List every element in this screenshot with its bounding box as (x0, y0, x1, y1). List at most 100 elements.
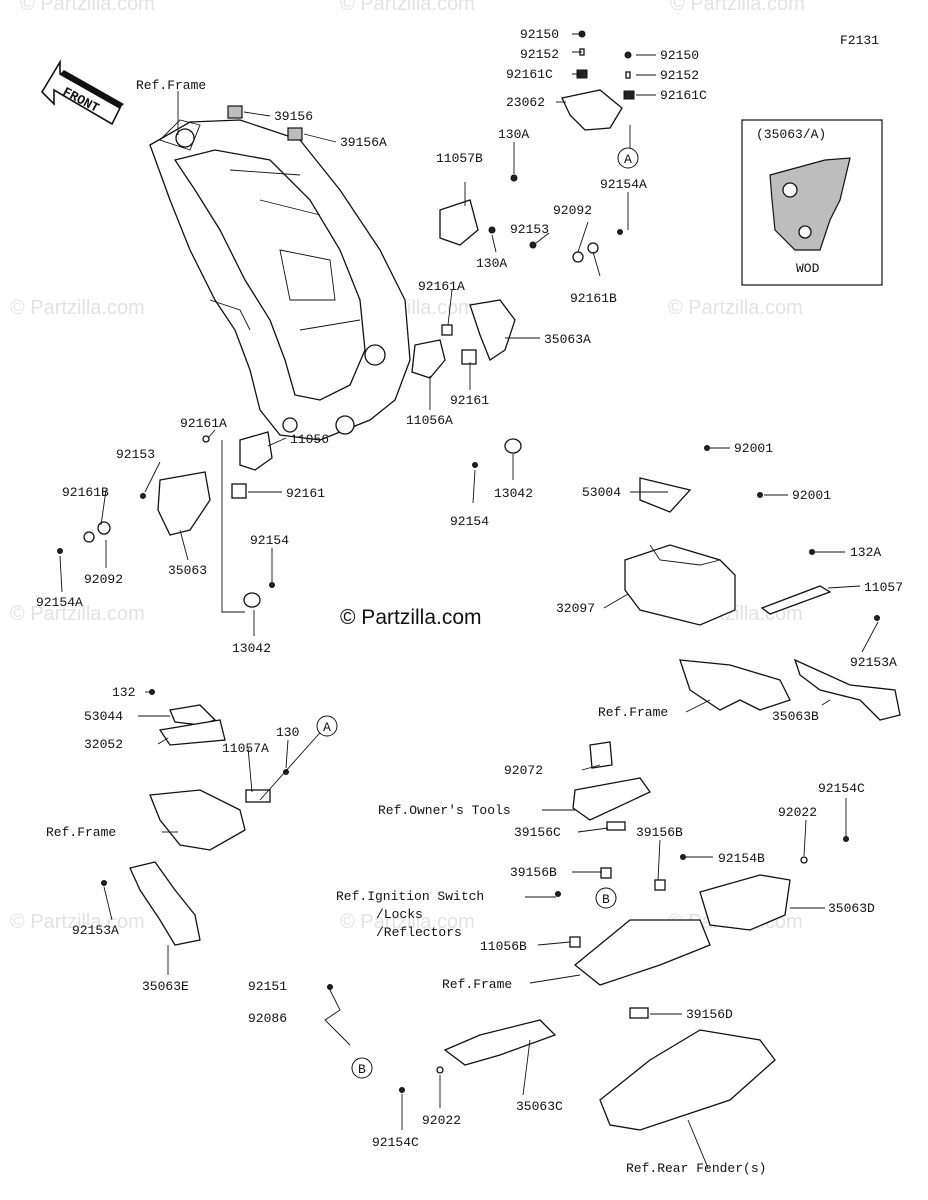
part-label: 130 (276, 725, 299, 740)
part-label: 32097 (556, 601, 595, 616)
part-label: 92001 (734, 441, 773, 456)
wod-inset: (35063/A) WOD (741, 119, 883, 286)
watermark: © Partzilla.com (10, 297, 145, 319)
part-label: 92152 (660, 68, 699, 83)
part-label: 92153A (850, 655, 897, 670)
part-label: 92153 (116, 447, 155, 462)
callouts: A A B B (316, 147, 639, 1079)
main-watermark: © Partzilla.com (340, 606, 482, 629)
main-frame-drawing (149, 119, 411, 441)
part-label: 35063A (544, 332, 591, 347)
part-label: /Reflectors (376, 925, 462, 940)
right-middle-parts (624, 445, 901, 721)
part-label: 92161C (660, 88, 707, 103)
part-label: Ref.Ignition Switch (336, 889, 484, 904)
part-label: 92092 (84, 572, 123, 587)
part-label: 92092 (553, 203, 592, 218)
part-label: 92153A (72, 923, 119, 938)
front-arrow-icon: FRONT (40, 59, 124, 126)
part-label: 53004 (582, 485, 621, 500)
part-label: 92161 (450, 393, 489, 408)
part-labels: Ref.Frame 39156 39156A 92150 92152 92161… (36, 27, 903, 1176)
diagram-code: F2131 (840, 33, 879, 48)
callout-a: A (323, 720, 331, 735)
part-label: 92022 (778, 805, 817, 820)
part-label: 39156D (686, 1007, 733, 1022)
part-label: 13042 (494, 486, 533, 501)
right-bottom-parts (324, 741, 849, 1131)
part-label: 39156B (636, 825, 683, 840)
part-label: 92161A (180, 416, 227, 431)
part-label: Ref.Rear Fender(s) (626, 1161, 766, 1176)
part-label: 132A (850, 545, 881, 560)
part-label: 92161C (506, 67, 553, 82)
part-label: 92072 (504, 763, 543, 778)
part-label: 39156B (510, 865, 557, 880)
part-label: 92153 (510, 222, 549, 237)
part-label: 35063D (828, 901, 875, 916)
part-label: 130A (476, 256, 507, 271)
part-label: 92161B (62, 485, 109, 500)
part-label: 13042 (232, 641, 271, 656)
part-label: 92154 (450, 514, 489, 529)
watermark: © Partzilla.com (670, 0, 805, 15)
watermark: © Partzilla.com (340, 911, 475, 933)
part-label: 35063 (168, 563, 207, 578)
part-label: /Locks (376, 907, 423, 922)
part-label: 92154A (36, 595, 83, 610)
part-label: 39156 (274, 109, 313, 124)
part-label: 92154 (250, 533, 289, 548)
part-label: Ref.Frame (136, 78, 206, 93)
part-label: 92154B (718, 851, 765, 866)
part-label: 11057 (864, 580, 903, 595)
inset-wod-label: WOD (796, 261, 820, 276)
part-label: 92161A (418, 279, 465, 294)
part-label: 11056A (406, 413, 453, 428)
footrest-bracket-upper-parts (227, 30, 635, 468)
part-label: 92152 (520, 47, 559, 62)
watermark: © Partzilla.com (10, 603, 145, 625)
part-label: 23062 (506, 95, 545, 110)
part-label: 92161 (286, 486, 325, 501)
left-footrest-parts (57, 431, 275, 608)
part-label: 92022 (422, 1113, 461, 1128)
part-label: 132 (112, 685, 135, 700)
part-label: 92151 (248, 979, 287, 994)
part-label: 92150 (520, 27, 559, 42)
part-label: 92001 (792, 488, 831, 503)
part-label: 11056B (480, 939, 527, 954)
callout-a: A (624, 152, 632, 167)
part-label: 39156A (340, 135, 387, 150)
part-label: 35063E (142, 979, 189, 994)
part-label: 53044 (84, 709, 123, 724)
part-label: Ref.Frame (598, 705, 668, 720)
part-label: 11057B (436, 151, 483, 166)
part-label: 32052 (84, 737, 123, 752)
left-bottom-parts (101, 689, 289, 946)
part-label: Ref.Owner's Tools (378, 803, 511, 818)
watermark: © Partzilla.com (668, 297, 803, 319)
inset-part-label: (35063/A) (756, 127, 826, 142)
part-label: 130A (498, 127, 529, 142)
part-label: 92150 (660, 48, 699, 63)
part-label: 92161B (570, 291, 617, 306)
watermark: © Partzilla.com (340, 0, 475, 15)
part-label: 92086 (248, 1011, 287, 1026)
leader-lines (59, 33, 879, 1169)
callout-b: B (602, 892, 610, 907)
part-label: 11057A (222, 741, 269, 756)
part-label: 35063B (772, 709, 819, 724)
part-label: Ref.Frame (442, 977, 512, 992)
part-label: 39156C (514, 825, 561, 840)
part-label: 92154A (600, 177, 647, 192)
part-label: 35063C (516, 1099, 563, 1114)
part-label: 92154C (818, 781, 865, 796)
part-label: 92154C (372, 1135, 419, 1150)
watermarks: © Partzilla.com © Partzilla.com © Partzi… (10, 0, 805, 933)
callout-b: B (358, 1062, 366, 1077)
watermark: © Partzilla.com (20, 0, 155, 15)
part-label: Ref.Frame (46, 825, 116, 840)
part-label: 11056 (290, 432, 329, 447)
